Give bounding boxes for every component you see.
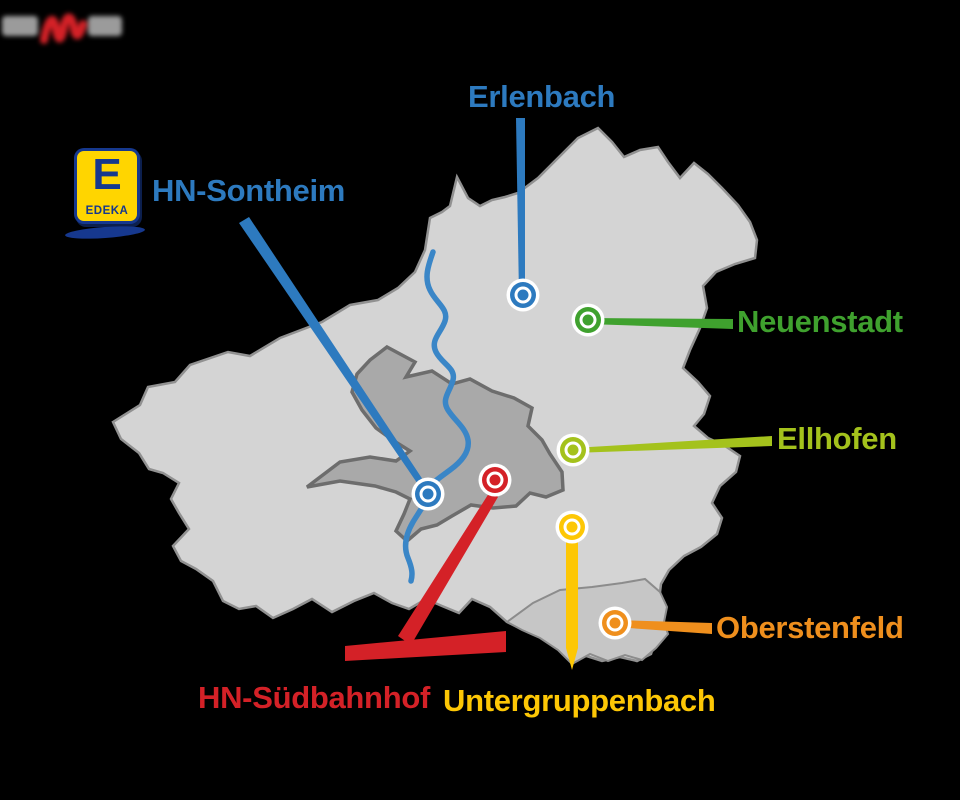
pointer-lines bbox=[239, 118, 772, 670]
pointer-oberstenfeld bbox=[615, 620, 712, 634]
map-markers bbox=[411, 278, 632, 640]
location-label-hn-suedbahnhof: HN-Südbahnhof bbox=[198, 680, 430, 715]
partner-logo-right-word bbox=[88, 16, 122, 36]
map-marker-erlenbach bbox=[506, 278, 540, 312]
pointer-ellhofen bbox=[573, 436, 772, 453]
partner-logo-left-word bbox=[2, 16, 38, 36]
pointer-hn-sontheim bbox=[239, 217, 431, 496]
edeka-logo-box: E EDEKA bbox=[74, 148, 140, 224]
pointer-neuenstadt bbox=[588, 318, 733, 329]
map-marker-untergruppenbach bbox=[555, 510, 589, 544]
map-marker-neuenstadt bbox=[571, 303, 605, 337]
location-label-ellhofen: Ellhofen bbox=[777, 421, 897, 456]
partner-logo-red-script bbox=[40, 13, 87, 44]
map-marker-hn-suedbahnhof bbox=[478, 463, 512, 497]
location-label-neuenstadt: Neuenstadt bbox=[737, 304, 903, 339]
river-line bbox=[402, 249, 471, 584]
pointer-untergruppenbach bbox=[566, 530, 578, 670]
pointer-hn-suedbahnhof-2 bbox=[345, 631, 506, 661]
edeka-logo-wordmark: EDEKA bbox=[85, 205, 129, 217]
edeka-logo: E EDEKA bbox=[64, 148, 152, 241]
map-marker-ellhofen bbox=[556, 433, 590, 467]
location-label-hn-sontheim: HN-Sontheim bbox=[152, 173, 346, 208]
partner-logo bbox=[2, 13, 122, 44]
pointer-hn-suedbahnhof bbox=[398, 490, 498, 645]
pointer-erlenbach bbox=[516, 118, 525, 296]
location-label-erlenbach: Erlenbach bbox=[468, 79, 616, 114]
edeka-logo-letter: E bbox=[92, 150, 122, 199]
location-label-oberstenfeld: Oberstenfeld bbox=[716, 610, 904, 645]
map-marker-oberstenfeld bbox=[598, 606, 632, 640]
location-label-untergruppenbach: Untergruppenbach bbox=[443, 683, 716, 718]
map-marker-hn-sontheim bbox=[411, 477, 445, 511]
south-municipality-shape bbox=[505, 577, 670, 666]
